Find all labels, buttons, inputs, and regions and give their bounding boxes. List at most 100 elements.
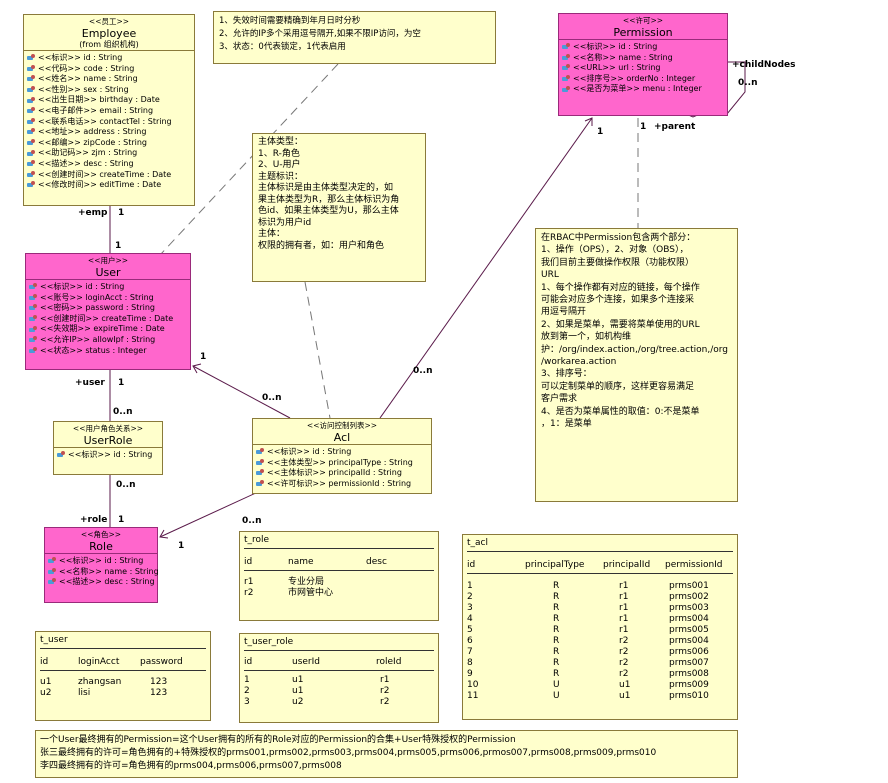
attribute: <<状态>> status : Integer	[29, 346, 187, 357]
attribute-icon	[256, 480, 265, 488]
class-employee: <<员工>> Employee (from 组织机构) <<标识>> id : …	[23, 14, 195, 206]
note-line: 主题标识：	[258, 171, 304, 182]
attribute: <<允许IP>> allowIpf : String	[29, 335, 187, 346]
attribute: <<主体类型>> principalType : String	[256, 458, 428, 469]
divider	[467, 551, 733, 552]
divider	[244, 650, 434, 651]
class-acl: <<访问控制列表>> Acl <<标识>> id : String <<主体类型…	[252, 418, 432, 494]
multiplicity-label: 1	[597, 127, 604, 137]
attribute: <<名称>> name : String	[48, 567, 159, 578]
table-title: t_user_role	[244, 637, 294, 647]
table-t-acl: t_acl id principalType principalId permi…	[462, 534, 738, 720]
table-row: r1 专业分局	[244, 577, 325, 587]
multiplicity-label: 1	[118, 378, 125, 388]
table-row: u2 lisi 123	[40, 688, 168, 698]
acl-user-link	[192, 365, 291, 419]
attribute-icon	[562, 64, 571, 72]
role-label-parent: +parent	[654, 122, 696, 132]
table-title: t_user	[40, 635, 68, 645]
table-title: t_acl	[467, 538, 488, 548]
attribute-icon	[48, 557, 57, 565]
note-line: 我们目前主要做操作权限（功能权限）	[541, 257, 695, 268]
attribute: <<姓名>> name : String	[27, 74, 191, 85]
stereotype: <<访问控制列表>>	[306, 421, 378, 430]
table-header-row: id name desc	[244, 557, 387, 567]
attribute-icon	[27, 160, 36, 168]
attribute-icon	[48, 578, 57, 586]
stereotype: <<许可>>	[622, 16, 664, 25]
attribute: <<排序号>> orderNo : Integer	[562, 74, 724, 85]
attribute: <<创建时间>> createTime : Date	[29, 314, 187, 325]
note-line: 3、排序号：	[541, 369, 592, 380]
attribute-icon	[256, 448, 265, 456]
attribute-icon	[57, 451, 66, 459]
class-permission: <<许可>> Permission <<标识>> id : String <<名…	[558, 13, 728, 116]
class-name: User	[95, 266, 121, 279]
note-line: 色id、如果主体类型为U，那么主体	[258, 206, 399, 216]
note-line: 1、每个操作都有对应的链接，每个操作	[541, 282, 700, 293]
note-line: 客户需求	[541, 394, 578, 405]
note-line: 可以定制菜单的顺序，这样更容易满足	[541, 381, 695, 392]
attribute: <<失效期>> expireTime : Date	[29, 324, 187, 335]
role-label-user: +user	[75, 378, 105, 388]
multiplicity-label: 1	[118, 515, 125, 525]
table-row: 2 u1 r2	[244, 686, 390, 696]
attribute: <<主体标识>> principalId : String	[256, 468, 428, 479]
table-header-row: id loginAcct password	[40, 657, 183, 667]
attribute: <<修改时间>> editTime : Date	[27, 180, 191, 191]
table-row: 3 u2 r2	[244, 697, 390, 707]
multiplicity-label: 0..n	[242, 516, 262, 526]
acl-role-arrow	[159, 529, 169, 539]
attribute-icon	[27, 139, 36, 147]
attribute: <<标识>> id : String	[29, 282, 187, 293]
attribute-list: <<标识>> id : String <<代码>> code : String …	[24, 50, 194, 193]
multiplicity-label: 0..n	[113, 407, 133, 417]
attribute-icon	[29, 283, 38, 291]
note-line: 1、失效时间需要精确到年月日时分秒	[219, 16, 361, 26]
attribute-icon	[29, 293, 38, 302]
note-line: 权限的拥有者，如：用户和角色	[258, 240, 385, 251]
note-line: /workarea.action	[541, 357, 617, 368]
attribute-icon	[27, 86, 36, 94]
attribute-icon	[562, 85, 571, 94]
divider	[244, 570, 434, 571]
attribute: <<邮编>> zipCode : String	[27, 138, 191, 149]
note-line: 主体类型：	[258, 137, 304, 147]
note-line: 4、是否为菜单属性的取值：0:不是菜单	[541, 406, 700, 417]
attribute-icon	[27, 128, 36, 136]
attribute: <<电子邮件>> email : String	[27, 106, 191, 117]
class-subtitle: (from 组织机构)	[79, 40, 139, 49]
note-line: 2、U-用户	[258, 160, 301, 170]
table-row: 1 u1 r1	[244, 675, 390, 685]
attribute-icon	[48, 567, 57, 576]
multiplicity-label: 1	[178, 541, 185, 551]
class-name: Employee	[81, 27, 137, 40]
attribute: <<出生日期>> birthday : Date	[27, 95, 191, 106]
table-t-role: t_role id name desc r1 专业分局 r2 市网管中心	[239, 531, 439, 621]
attribute: <<创建时间>> createTime : Date	[27, 170, 191, 181]
class-name: Role	[89, 540, 113, 553]
class-name: Acl	[333, 431, 351, 444]
attribute-list: <<标识>> id : String <<主体类型>> principalTyp…	[253, 444, 431, 491]
attribute-icon	[256, 458, 265, 467]
attribute-icon	[27, 54, 36, 62]
user-note-dashed	[159, 63, 339, 256]
note-line: 在RBAC中Permission包含两个部分：	[541, 233, 696, 243]
acl-permission-link	[379, 117, 593, 419]
attribute: <<描述>> desc : String	[48, 577, 155, 588]
attribute: <<标识>> id : String	[48, 556, 154, 567]
attribute: <<是否为菜单>> menu : Integer	[562, 84, 724, 95]
note-line: 1、R-角色	[258, 148, 300, 159]
attribute-icon	[27, 107, 36, 115]
attribute-list: <<标识>> id : String <<名称>> name : String …	[559, 39, 727, 97]
attribute: <<标识>> id : String	[27, 53, 191, 64]
permission-note: 在RBAC中Permission包含两个部分： 1、操作（OPS），2、对象（O…	[535, 228, 738, 502]
summary-note: 一个User最终拥有的Permission=这个User拥有的所有的Role对应…	[35, 730, 738, 778]
attribute-list: <<标识>> id : String <<账号>> loginAcct : St…	[26, 279, 190, 358]
note-line: 主体标识是由主体类型决定的，如	[258, 183, 394, 193]
